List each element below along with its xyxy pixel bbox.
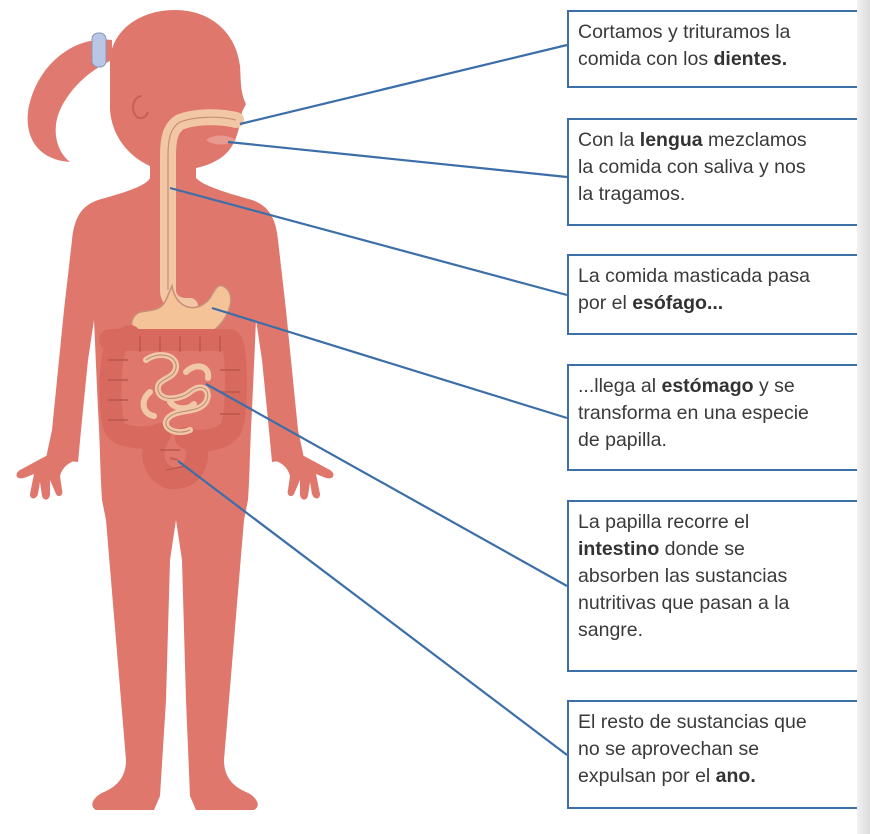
ponytail — [27, 39, 112, 162]
callout-line: la comida con saliva y nos — [578, 154, 870, 181]
small-intestine-outline — [145, 354, 209, 433]
callout-line: nutritivas que pasan a la — [578, 590, 870, 617]
callout-text: absorben las sustancias — [578, 565, 788, 587]
callout-dientes: Cortamos y trituramos la comida con los d… — [567, 10, 870, 88]
callout-line: por el esófago... — [578, 290, 870, 317]
callout-text: mezclamos — [702, 129, 807, 151]
anus — [169, 457, 179, 461]
ear — [132, 95, 149, 120]
key-term: intestino — [578, 538, 660, 560]
callout-line: La comida masticada pasa — [578, 263, 870, 290]
hair-tie — [91, 32, 107, 68]
callout-text: El resto de sustancias que — [578, 711, 807, 733]
leader-line-lengua — [227, 140, 568, 179]
callout-text: sangre. — [578, 619, 644, 641]
key-term: dientes. — [713, 48, 788, 70]
callout-text: Cortamos y trituramos la — [578, 21, 791, 43]
callout-esofago: La comida masticada pasa por el esófago..… — [567, 254, 870, 335]
callout-text: La comida masticada pasa — [578, 265, 810, 287]
leader-line-esofago — [169, 186, 568, 297]
leader-line-ano — [177, 460, 568, 756]
callout-line: no se aprovechan se — [578, 736, 870, 763]
callout-line: Cortamos y trituramos la — [578, 19, 870, 46]
callout-text: expulsan por el — [578, 765, 716, 787]
callout-text: La papilla recorre el — [578, 511, 750, 533]
callout-line: expulsan por el ano. — [578, 763, 870, 790]
callout-line: absorben las sustancias — [578, 563, 870, 590]
callout-text: por el — [578, 292, 633, 314]
leader-line-intestino — [205, 383, 568, 587]
callout-line: La papilla recorre el — [578, 509, 870, 536]
key-term: estómago — [661, 375, 754, 397]
key-term: ano. — [715, 765, 756, 787]
callout-text: transforma en una especie — [578, 402, 809, 424]
callout-text: ...llega al — [578, 375, 662, 397]
page-edge — [857, 0, 870, 834]
callout-line: intestino donde se — [578, 536, 870, 563]
callout-line: Con la lengua mezclamos — [578, 127, 870, 154]
key-term: esófago... — [632, 292, 724, 314]
callout-text: Con la — [578, 129, 640, 151]
callout-line: sangre. — [578, 617, 870, 644]
callout-text: la tragamos. — [578, 183, 686, 205]
callout-text: nutritivas que pasan a la — [578, 592, 790, 614]
large-intestine — [99, 325, 247, 490]
leader-line-estomago — [211, 306, 568, 420]
callout-text: de papilla. — [578, 429, 667, 451]
callout-line: la tragamos. — [578, 181, 870, 208]
callout-text: la comida con saliva y nos — [578, 156, 806, 178]
callout-line: transforma en una especie — [578, 400, 870, 427]
callout-line: de papilla. — [578, 427, 870, 454]
large-intestine-segments — [108, 336, 240, 471]
callout-text: comida con los — [578, 48, 714, 70]
callout-text: y se — [753, 375, 795, 397]
leader-line-dientes — [239, 43, 568, 126]
callout-line: comida con los dientes. — [578, 46, 870, 73]
callout-text: no se aprovechan se — [578, 738, 760, 760]
leader-lines — [169, 43, 568, 756]
callout-ano: El resto de sustancias que no se aprovech… — [567, 700, 870, 809]
callout-text: donde se — [659, 538, 745, 560]
callout-line: ...llega al estómago y se — [578, 373, 870, 400]
key-term: lengua — [639, 129, 703, 151]
esophagus-outline — [167, 116, 237, 290]
callout-line: El resto de sustancias que — [578, 709, 870, 736]
